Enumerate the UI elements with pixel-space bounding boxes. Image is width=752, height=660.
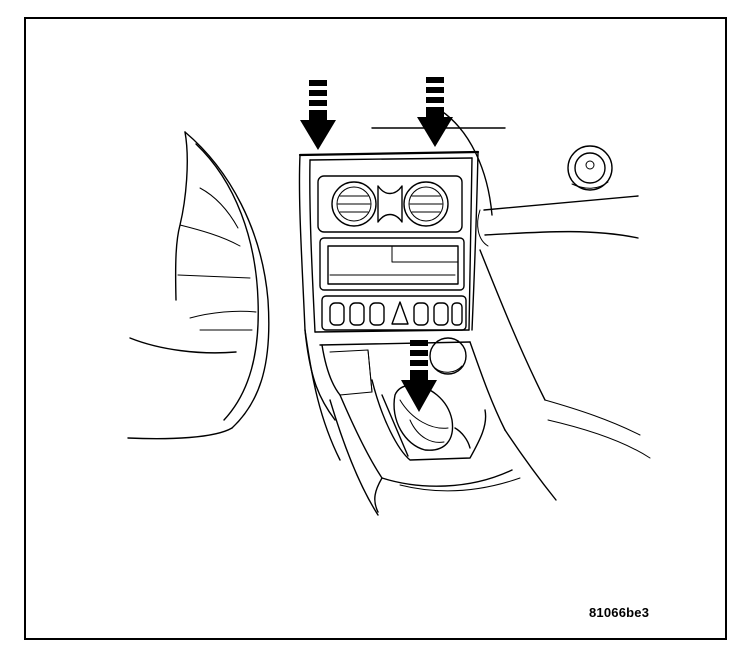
radio-slot xyxy=(319,237,465,291)
center-bezel xyxy=(298,150,480,421)
down-arrow-icon xyxy=(300,80,336,150)
switch-bank xyxy=(321,295,467,331)
lower-console xyxy=(304,329,557,516)
figure-frame xyxy=(24,17,727,640)
figure-code: 81066be3 xyxy=(589,605,650,620)
down-arrow-icon xyxy=(401,340,437,412)
air-vent-panel xyxy=(317,175,463,233)
side-vent xyxy=(567,145,613,191)
steering-wheel xyxy=(127,131,270,440)
down-arrow-icon xyxy=(417,77,453,147)
shift-boot xyxy=(393,337,471,451)
